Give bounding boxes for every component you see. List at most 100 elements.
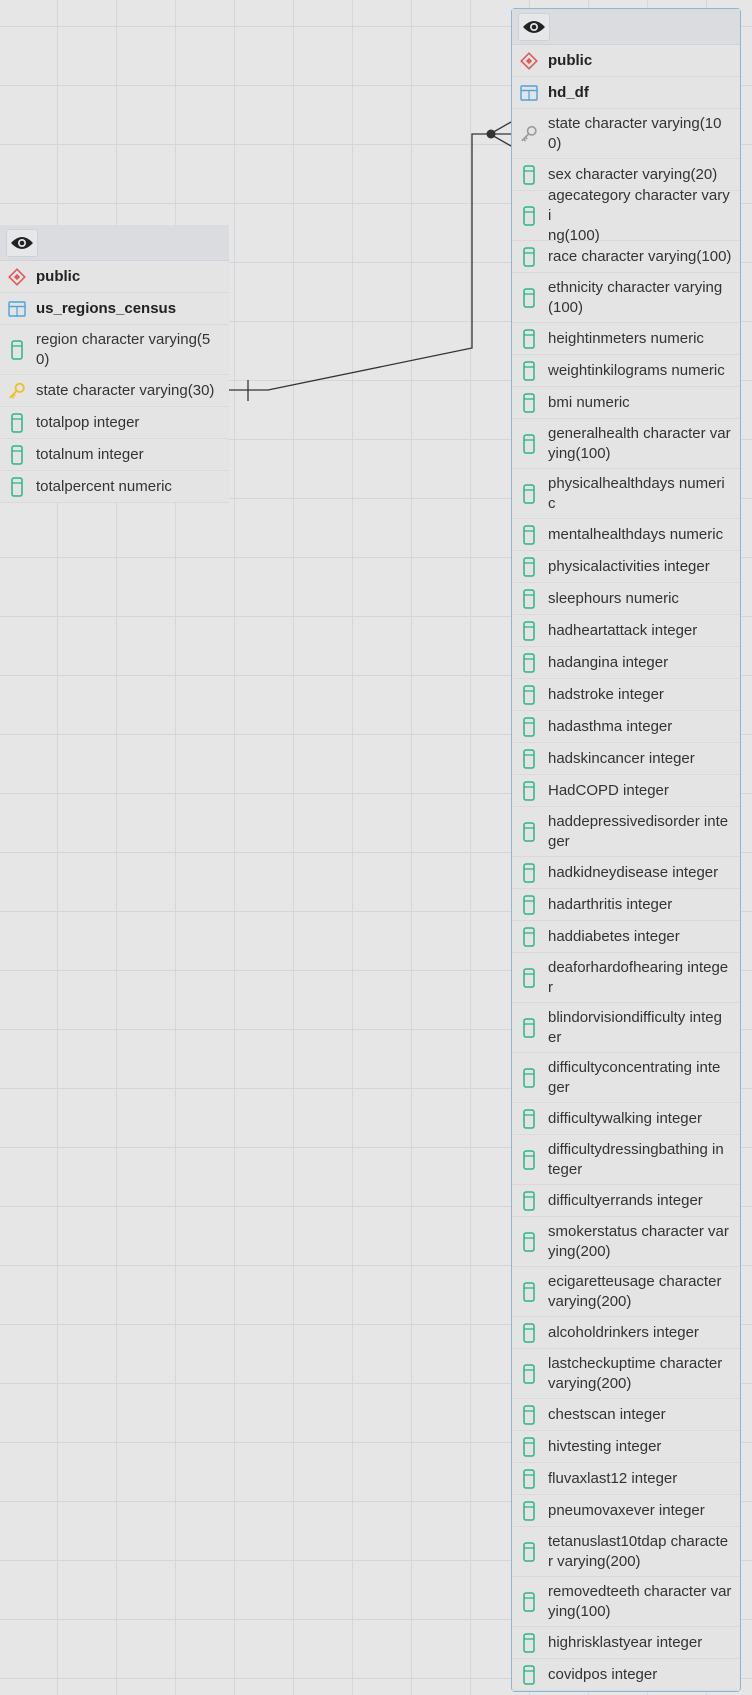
column-label: state character varying(30) xyxy=(36,381,215,399)
column-label: difficultyerrands integer xyxy=(548,1191,703,1209)
column-icon xyxy=(520,1664,538,1686)
column-row[interactable]: haddiabetes integer xyxy=(512,921,740,953)
column-row[interactable]: state character varying(30) xyxy=(0,375,229,407)
column-row[interactable]: hadasthma integer xyxy=(512,711,740,743)
column-label: ethnicity character varying(100) xyxy=(548,278,723,316)
column-icon xyxy=(520,748,538,770)
schema-row: public xyxy=(0,261,229,293)
column-row[interactable]: covidpos integer xyxy=(512,1659,740,1691)
column-label: chestscan integer xyxy=(548,1405,666,1423)
column-icon xyxy=(520,287,538,309)
column-row[interactable]: difficultywalking integer xyxy=(512,1103,740,1135)
column-row[interactable]: weightinkilograms numeric xyxy=(512,355,740,387)
view-data-button[interactable] xyxy=(518,12,550,41)
foreign-key-icon xyxy=(520,123,538,145)
relationship-connector[interactable] xyxy=(229,133,490,391)
column-row[interactable]: totalnum integer xyxy=(0,439,229,471)
column-row[interactable]: pneumovaxever integer xyxy=(512,1495,740,1527)
column-row[interactable]: race character varying(100) xyxy=(512,241,740,273)
view-data-button[interactable] xyxy=(6,228,38,257)
column-row[interactable]: sex character varying(20) xyxy=(512,159,740,191)
column-icon xyxy=(520,328,538,350)
column-icon xyxy=(520,821,538,843)
column-label: physicalactivities integer xyxy=(548,557,710,575)
column-icon xyxy=(520,392,538,414)
column-icon xyxy=(520,524,538,546)
column-row[interactable]: hadskincancer integer xyxy=(512,743,740,775)
column-row[interactable]: hadangina integer xyxy=(512,647,740,679)
table-name-row: hd_df xyxy=(512,77,740,109)
column-row[interactable]: totalpop integer xyxy=(0,407,229,439)
table-name: hd_df xyxy=(548,83,589,101)
column-icon xyxy=(520,862,538,884)
schema-row: public xyxy=(512,45,740,77)
column-row[interactable]: hadarthritis integer xyxy=(512,889,740,921)
column-row[interactable]: fluvaxlast12 integer xyxy=(512,1463,740,1495)
column-label: weightinkilograms numeric xyxy=(548,361,725,379)
column-row[interactable]: HadCOPD integer xyxy=(512,775,740,807)
column-row[interactable]: heightinmeters numeric xyxy=(512,323,740,355)
column-icon xyxy=(520,1067,538,1089)
column-row[interactable]: bmi numeric xyxy=(512,387,740,419)
schema-name: public xyxy=(548,51,593,69)
column-label: bmi numeric xyxy=(548,393,630,411)
column-label: totalnum integer xyxy=(36,445,144,463)
column-label: race character varying(100) xyxy=(548,247,732,265)
column-icon xyxy=(520,433,538,455)
column-row[interactable]: hivtesting integer xyxy=(512,1431,740,1463)
eye-icon xyxy=(523,20,545,33)
column-label: highrisklastyear integer xyxy=(548,1633,703,1651)
table-icon xyxy=(8,298,26,320)
column-row[interactable]: hadstroke integer xyxy=(512,679,740,711)
column-row[interactable]: mentalhealthdays numeric xyxy=(512,519,740,551)
column-row[interactable]: hadkidneydisease integer xyxy=(512,857,740,889)
column-icon xyxy=(520,894,538,916)
column-icon xyxy=(520,967,538,989)
column-row[interactable]: hadheartattack integer xyxy=(512,615,740,647)
column-row[interactable]: highrisklastyear integer xyxy=(512,1627,740,1659)
column-row[interactable]: physicalactivities integer xyxy=(512,551,740,583)
column-icon xyxy=(520,1017,538,1039)
column-label: sleephours numeric xyxy=(548,589,679,607)
table-name: us_regions_census xyxy=(36,299,177,317)
column-icon xyxy=(520,1632,538,1654)
column-label: totalpop integer xyxy=(36,413,140,431)
column-label: hadarthritis integer xyxy=(548,895,673,913)
column-icon xyxy=(520,780,538,802)
column-icon xyxy=(520,483,538,505)
column-row[interactable]: alcoholdrinkers integer xyxy=(512,1317,740,1349)
column-row[interactable]: sleephours numeric xyxy=(512,583,740,615)
column-row[interactable]: chestscan integer xyxy=(512,1399,740,1431)
table-node-us-regions-census[interactable]: public us_regions_census region characte… xyxy=(0,225,229,503)
column-icon xyxy=(520,556,538,578)
column-label: heightinmeters numeric xyxy=(548,329,704,347)
column-label: sex character varying(20) xyxy=(548,165,718,183)
column-row[interactable]: totalpercent numeric xyxy=(0,471,229,503)
schema-icon xyxy=(8,266,26,288)
column-row[interactable]: ethnicity character varying(100) xyxy=(512,273,740,323)
column-row[interactable]: difficultyerrands integer xyxy=(512,1185,740,1217)
column-label: hadangina integer xyxy=(548,653,669,671)
column-icon xyxy=(520,1108,538,1130)
